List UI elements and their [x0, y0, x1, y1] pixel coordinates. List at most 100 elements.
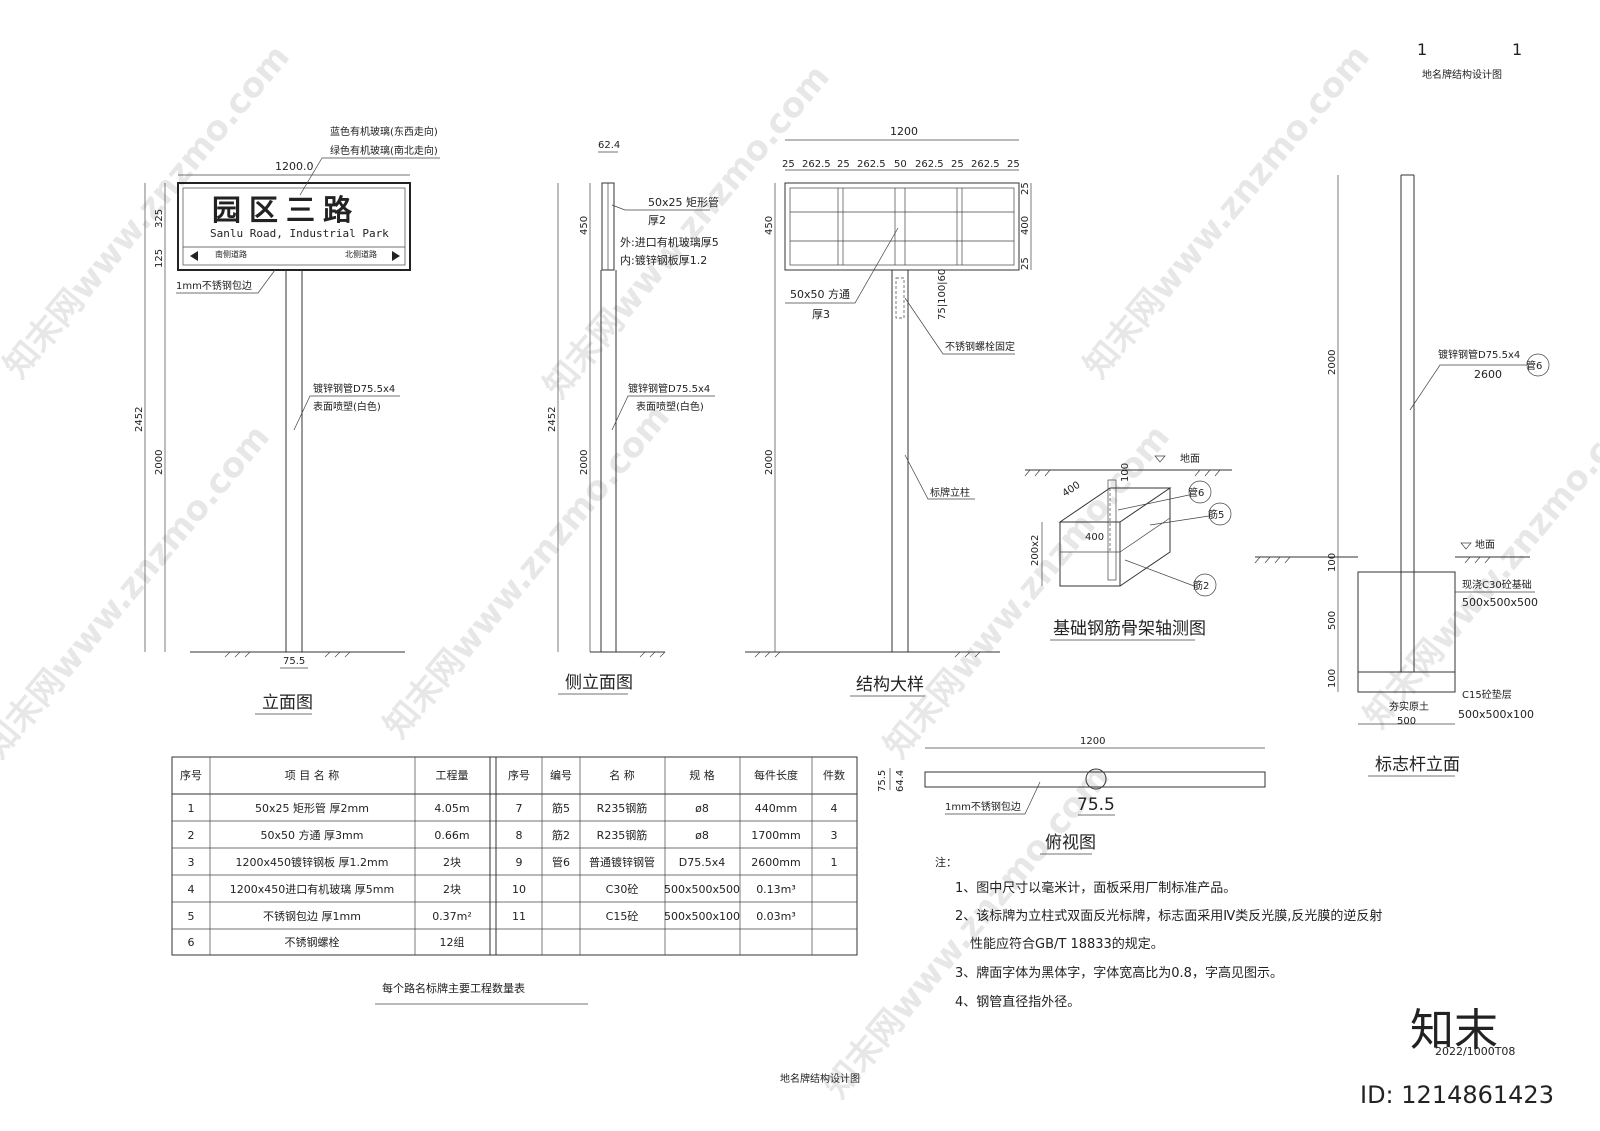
top-panel: [924, 771, 1266, 788]
table-header: 序号: [180, 768, 202, 782]
watermark-text: 知末网www.znzmo.com: [1076, 37, 1378, 386]
structure-detail: 1200 25 262.5 25 262.5 50 262.5 25 262.5…: [745, 125, 1032, 697]
base-size: 500x500x500: [1462, 596, 1538, 609]
notes-heading: 注：: [935, 855, 957, 869]
table-cell: D75.5x4: [679, 856, 725, 869]
elevation-view: 园区三路 Sanlu Road, Industrial Park 南侧道路 北侧…: [134, 125, 440, 715]
note-item: 3、牌面字体为黑体字，字体宽高比为0.8，字高见图示。: [955, 965, 1283, 981]
note-green-glass: 绿色有机玻璃(南北走向): [330, 144, 438, 157]
v-dim-25: 25: [1020, 257, 1031, 270]
tube-thickness: 厚2: [648, 214, 666, 227]
pole-title: 标志杆立面: [1375, 755, 1460, 775]
right-road-label: 北侧道路: [345, 249, 377, 259]
elevation-title: 立面图: [262, 693, 313, 713]
table-cell: 1200x450进口有机玻璃 厚5mm: [230, 882, 394, 896]
table-header: 名 称: [609, 768, 635, 782]
frame-inner: [789, 187, 1015, 266]
pole-view: 地面 2000 100 500 100 镀锌钢管D75.5x4 2600 管6 …: [1254, 174, 1550, 777]
inner-layer: 内:镀锌钢板厚1.2: [620, 253, 707, 267]
table-cell: 不锈钢包边 厚1mm: [263, 910, 361, 923]
pad-label: C15砼垫层: [1462, 688, 1512, 701]
note-item: 性能应符合GB/T 18833的规定。: [970, 936, 1164, 952]
base-label: 现浇C30砼基础: [1462, 578, 1532, 591]
table-cell: 2块: [443, 856, 461, 869]
sign-title-en: Sanlu Road, Industrial Park: [210, 227, 389, 240]
soil-label: 夯实原土: [1389, 700, 1429, 713]
note-item: 4、钢管直径指外径。: [955, 995, 1080, 1010]
sheet-title: 地名牌结构设计图: [780, 1072, 860, 1085]
pad-size: 500x500x100: [1458, 708, 1534, 721]
table-cell: R235钢筋: [597, 828, 648, 842]
watermark-text: 知末网www.znzmo.com: [1356, 387, 1600, 736]
table-cell: 4: [188, 883, 195, 896]
notes-block: 注： 1、图中尺寸以毫米计，面板采用厂制标准产品。 2、该标牌为立柱式双面反光标…: [935, 855, 1382, 1010]
dim-2000: 2000: [764, 450, 775, 475]
dim-2452: 2452: [547, 407, 558, 432]
pipe-section: [1085, 768, 1107, 790]
table-cell: C15砼: [606, 910, 639, 923]
rebar-title: 基础钢筋骨架轴测图: [1053, 619, 1206, 639]
tag-pipe6: 管6: [1188, 486, 1204, 499]
table-cell: 11: [512, 910, 526, 923]
detail-title: 结构大样: [856, 675, 924, 695]
dim-2000: 2000: [154, 450, 165, 475]
table-header: 工程量: [436, 769, 469, 782]
sign-panel: [177, 182, 411, 271]
dim-400-b: 400: [1085, 532, 1104, 543]
dim-125: 125: [154, 249, 165, 268]
seg-dim: 25: [837, 159, 850, 170]
table-cell: 50x25 矩形管 厚2mm: [255, 801, 369, 815]
table-cell: 筋2: [552, 828, 570, 842]
sign-title-cn: 园区三路: [212, 193, 360, 227]
dim-400-a: 400: [1061, 480, 1083, 500]
seg-dim: 262.5: [857, 159, 886, 170]
seg-dim: 25: [782, 159, 795, 170]
pipe-spec: 镀锌钢管D75.5x4: [313, 382, 395, 395]
table-cell: 3: [188, 856, 195, 869]
tag-circle: [1188, 480, 1212, 504]
concrete-pad: [1357, 671, 1456, 693]
table-header: 规 格: [689, 768, 715, 782]
dim-100-a: 100: [1327, 553, 1338, 572]
ground-label: 地面: [1475, 538, 1495, 551]
table-cell: 8: [516, 829, 523, 842]
rebar-view: 地面 100 400 400 200x2 管6 筋5 筋2 基础钢筋骨架轴测图: [1024, 452, 1232, 641]
dim-100-b: 100: [1327, 669, 1338, 688]
dim-75-5-v: 75.5: [877, 770, 888, 792]
note-blue-glass: 蓝色有机玻璃(东西走向): [330, 125, 438, 138]
table-cell: 管6: [552, 855, 570, 869]
table-cell: 6: [188, 936, 195, 949]
dim-500: 500: [1327, 611, 1338, 630]
table-cell: 50x50 方通 厚3mm: [261, 828, 364, 842]
ground-label: 地面: [1180, 452, 1200, 465]
left-road-label: 南侧道路: [215, 249, 247, 259]
corner-number: 1: [1417, 40, 1427, 59]
table-cell: 10: [512, 883, 526, 896]
table-header: 编号: [550, 768, 572, 782]
dim-450: 450: [579, 216, 590, 235]
sign-panel-inner: [182, 187, 406, 266]
table-cell: 筋5: [552, 801, 570, 815]
table-cell: 1: [188, 802, 195, 815]
dim-total: 1200: [890, 125, 918, 138]
note-item: 1、图中尺寸以毫米计，面板采用厂制标准产品。: [955, 880, 1236, 896]
table-cell: 500x500x500: [664, 883, 740, 896]
seg-dim: 262.5: [915, 159, 944, 170]
dim-2452: 2452: [134, 407, 145, 432]
seg-dim: 25: [1007, 159, 1020, 170]
corner-title: 地名牌结构设计图: [1422, 68, 1502, 81]
table-cell: 4: [831, 802, 838, 815]
table-header: 每件长度: [754, 768, 798, 782]
top-view-title: 俯视图: [1045, 833, 1096, 853]
pipe-spec: 镀锌钢管D75.5x4: [1438, 348, 1520, 361]
table-cell: ø8: [695, 829, 709, 842]
dim-75-5: 75.5: [283, 656, 305, 667]
top-view: 1200 75.5 64.4 75.5 1mm不锈钢包边 俯视图: [877, 736, 1266, 855]
seg-dim: 262.5: [971, 159, 1000, 170]
table-cell: 3: [831, 829, 838, 842]
dim-325: 325: [154, 209, 165, 228]
table-cell: 12组: [440, 935, 465, 949]
pipe-length: 2600: [1474, 368, 1502, 381]
